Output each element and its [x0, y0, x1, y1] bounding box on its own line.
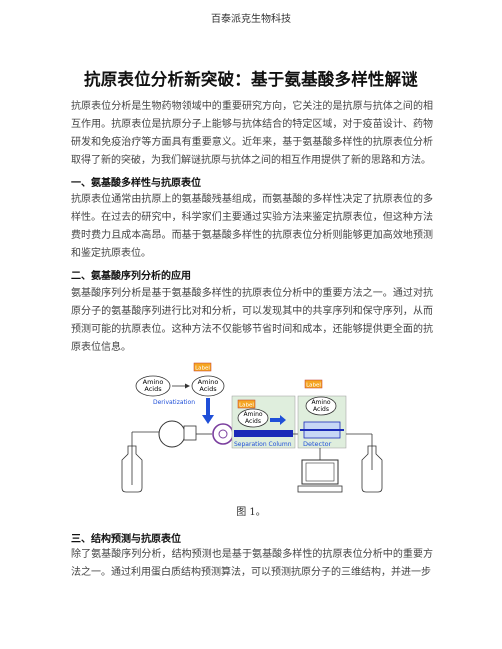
detector-label: Detector [303, 440, 332, 448]
workflow-figure: Amino Acids Label Amino Acids Derivatiza… [121, 362, 383, 493]
label-tag-3: Label [304, 379, 323, 389]
section-2-body: 氨基酸序列分析是基于氨基酸多样性的抗原表位分析中的重要方法之一。通过对抗原分子的… [71, 288, 433, 354]
label-tag-1: Label [193, 362, 212, 372]
section-2-heading: 二、氨基酸序列分析的应用 [71, 271, 191, 282]
document-title: 抗原表位分析新突破：基于氨基酸多样性解谜 [84, 70, 418, 89]
label-tag-2-text: Label [239, 403, 254, 409]
intro-paragraph: 抗原表位分析是生物药物领域中的重要研究方向，它关注的是抗原与抗体之间的相互作用。… [71, 101, 433, 167]
amino-acids-cloud-4: Amino Acids [305, 396, 337, 416]
amino-cloud-4-line2: Acids [313, 406, 329, 413]
page-header: 百泰派克生物科技 [211, 14, 291, 25]
amino-acids-cloud-1: Amino Acids [135, 375, 171, 397]
figure-caption: 图 1。 [236, 507, 266, 518]
amino-cloud-3-line2: Acids [245, 418, 261, 425]
waste-bottle-right [361, 434, 383, 493]
section-1-body: 抗原表位通常由抗原上的氨基酸残基组成，而氨基酸的多样性决定了抗原表位的多样性。在… [71, 194, 433, 260]
derivatization-label: Derivatization [153, 399, 195, 406]
amino-cloud-1-line1: Amino [143, 378, 164, 386]
amino-acids-cloud-2: Amino Acids [191, 375, 225, 397]
amino-acids-cloud-3: Amino Acids [237, 408, 269, 428]
amino-cloud-4-line1: Amino [311, 399, 330, 406]
amino-cloud-2-line2: Acids [199, 385, 217, 393]
computer-icon [297, 459, 343, 493]
section-3-body: 除了氨基酸序列分析，结构预测也是基于氨基酸多样性的抗原表位分析中的重要方法之一。… [71, 549, 433, 579]
pump [158, 420, 186, 448]
section-3-heading: 三、结构预测与抗原表位 [71, 534, 181, 545]
amino-cloud-3-line1: Amino [243, 411, 262, 418]
amino-cloud-2-line1: Amino [198, 378, 219, 386]
blue-down-arrow [202, 398, 214, 424]
blue-right-arrow [270, 415, 286, 425]
solvent-bottle-left [121, 432, 143, 493]
amino-cloud-1-line2: Acids [144, 385, 162, 393]
label-tag-1-text: Label [195, 366, 210, 372]
label-tag-2: Label [237, 399, 256, 409]
label-tag-3-text: Label [306, 383, 321, 389]
section-1-heading: 一、氨基酸多样性与抗原表位 [71, 178, 201, 189]
injector [212, 423, 234, 445]
separation-column-tube [234, 430, 293, 437]
separation-column-label: Separation Column [234, 441, 292, 448]
